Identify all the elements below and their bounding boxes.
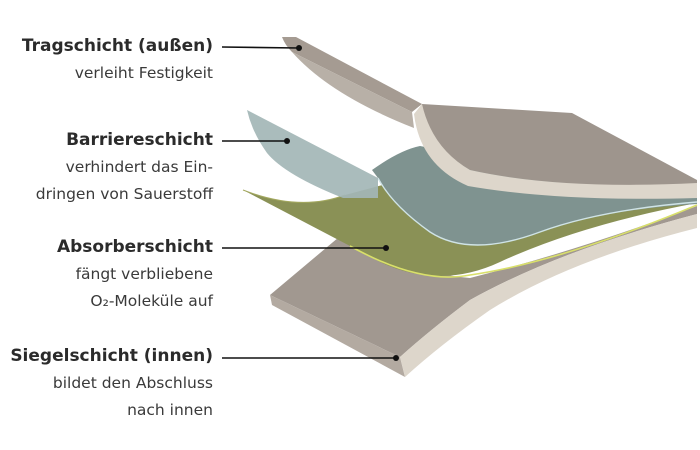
layer-description: nach innen xyxy=(127,401,213,419)
layer-description: verleiht Festigkeit xyxy=(74,64,213,82)
layer-description: dringen von Sauerstoff xyxy=(35,185,213,203)
marker-dot-barrier xyxy=(284,138,290,144)
label-sealing-layer: Siegelschicht (innen) bildet den Abschlu… xyxy=(10,343,213,424)
leader-lines xyxy=(221,46,396,359)
leader-line-outer xyxy=(221,46,300,49)
layer-title: Barriereschicht xyxy=(66,130,213,150)
layer-description: fängt verbliebene xyxy=(75,265,213,283)
label-barrier-layer: Barriereschicht verhindert das Ein- drin… xyxy=(36,127,213,208)
outer-layer xyxy=(282,37,697,199)
layer-title: Absorberschicht xyxy=(56,237,213,257)
label-absorber-layer: Absorberschicht fängt verbliebene O₂-Mol… xyxy=(57,234,213,315)
marker-dot-outer xyxy=(296,45,302,51)
layer-title: Tragschicht (außen) xyxy=(21,36,213,56)
label-outer-layer: Tragschicht (außen) verleiht Festigkeit xyxy=(22,33,213,87)
layer-title: Siegelschicht (innen) xyxy=(10,346,213,366)
layer-description: O₂-Moleküle auf xyxy=(90,292,213,310)
sealing-layer xyxy=(270,206,697,377)
layer-description: verhindert das Ein- xyxy=(65,158,213,176)
layer-description: bildet den Abschluss xyxy=(52,374,213,392)
marker-dot-sealing xyxy=(393,355,399,361)
marker-dot-absorber xyxy=(383,245,389,251)
